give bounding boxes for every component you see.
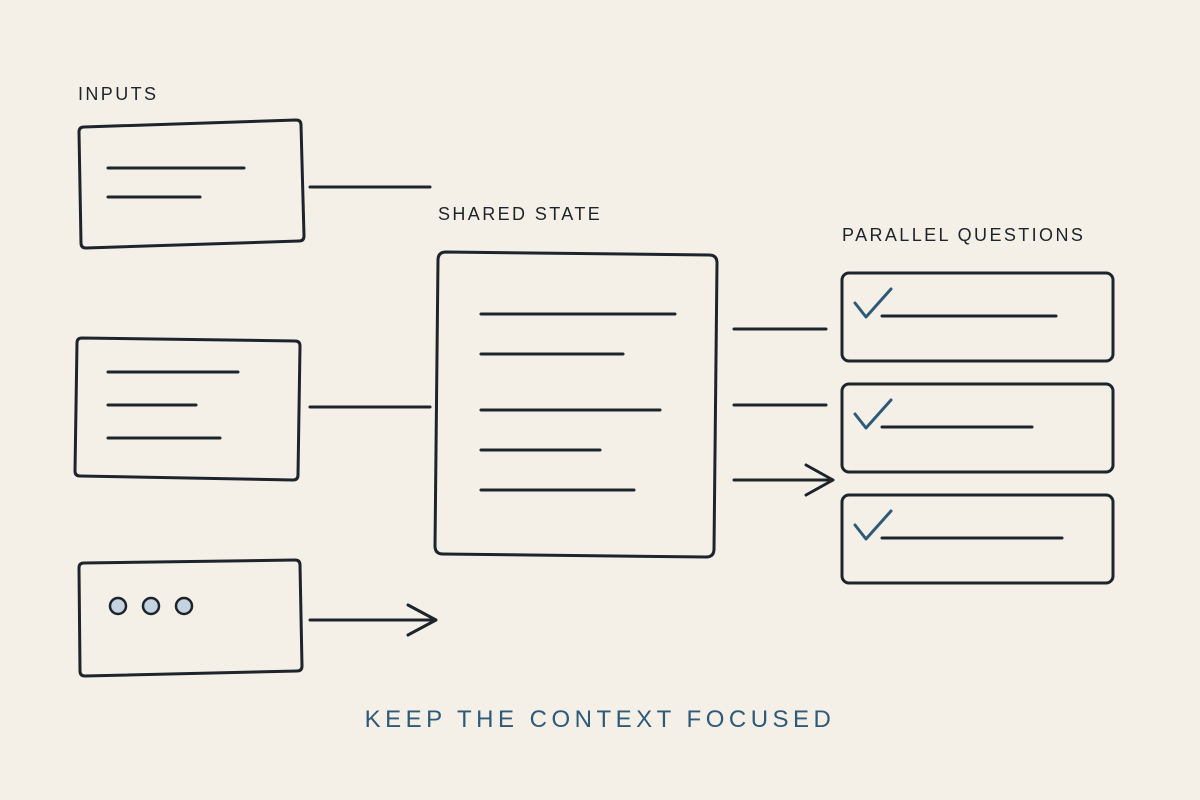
checkmark-icon	[853, 509, 893, 541]
question-card-2	[840, 382, 1115, 474]
input-card-3	[77, 558, 304, 678]
inputs-label: INPUTS	[78, 84, 159, 104]
question-card-3	[840, 493, 1115, 585]
arrow-icon	[732, 463, 835, 497]
shared-state-label: SHARED STATE	[438, 204, 603, 224]
checkmark-icon	[853, 287, 893, 319]
arrow-icon	[308, 603, 438, 637]
dot-icon	[141, 596, 161, 616]
input-card-2	[73, 336, 302, 482]
input-card-1	[77, 118, 306, 250]
tagline: KEEP THE CONTEXT FOCUSED	[364, 706, 836, 733]
shared-state-box	[433, 250, 719, 559]
question-card-1	[840, 271, 1115, 363]
checkmark-icon	[853, 398, 893, 430]
parallel-questions-label: PARALLEL QUESTIONS	[842, 225, 1086, 245]
dot-icon	[108, 596, 128, 616]
dot-icon	[174, 596, 194, 616]
